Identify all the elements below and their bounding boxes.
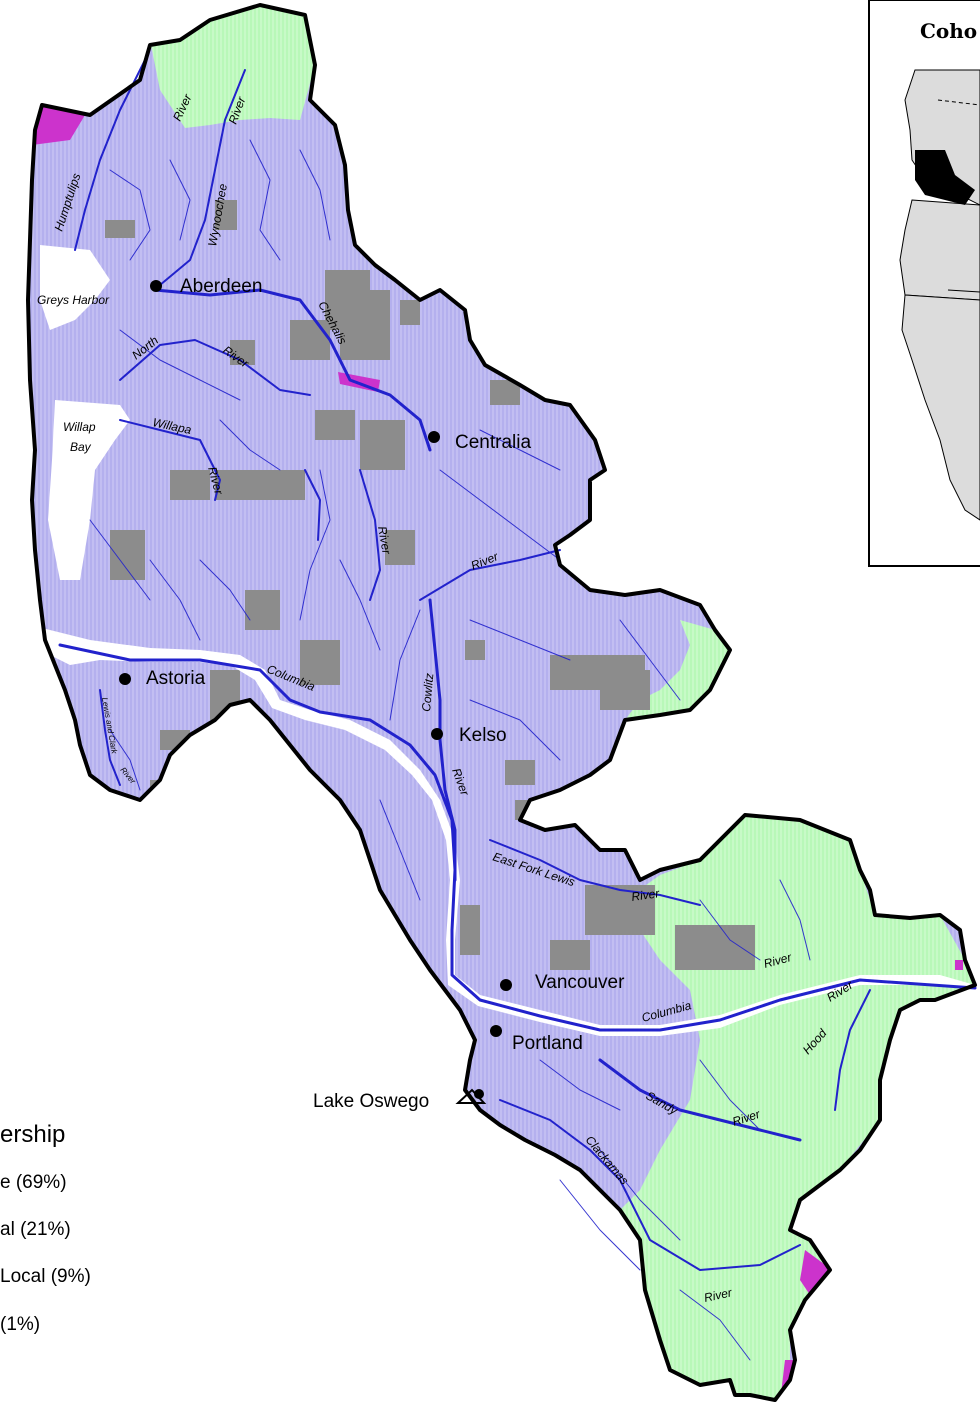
city-dot [490,1025,502,1037]
city-centralia: Centralia [428,431,531,453]
city-aberdeen: Aberdeen [150,276,262,297]
legend-item-federal: al (21%) [0,1219,71,1240]
humptulips-river [74,59,146,251]
river-label-river-efl: River [630,886,661,904]
city-label-portland: Portland [512,1033,583,1054]
city-dot [500,979,512,991]
city-dot [474,1089,484,1099]
city-label-astoria: Astoria [146,668,206,689]
federal-patch-olympic [150,5,315,128]
east-fork-lewis-river [489,839,701,906]
clackamas-river [499,1099,801,1271]
legend-item-state-local: Local (9%) [0,1266,91,1287]
inset-locator-map: Coho [868,0,980,567]
city-kelso: Kelso [431,725,507,746]
willapa-bay-water [48,400,130,580]
city-dot [428,431,440,443]
inset-divider [937,99,980,106]
willapa-river [119,419,221,501]
city-dot [431,728,443,740]
hood-river [834,989,871,1111]
willapa-bay-label-2: Bay [70,440,92,454]
inset-california [901,294,980,521]
inset-study-area [915,150,975,205]
city-dot [119,673,131,685]
lewis-clark-river [99,689,121,786]
river-label-river-chehalis-s: River [375,525,394,556]
city-label-centralia: Centralia [455,432,531,453]
skookumchuck [304,469,321,541]
inset-oregon [899,199,980,301]
city-lake-oswego: Lake Oswego [313,1088,487,1112]
city-dot [150,280,162,292]
city-astoria: Astoria [119,668,206,689]
water-bodies [30,245,975,1036]
inset-divider [947,289,980,293]
ownership-patches [28,5,975,1400]
wynoochee-river [159,69,246,286]
region-private-land [28,5,975,1400]
river-label-cowlitz: Cowlitz [419,673,436,713]
city-label-aberdeen: Aberdeen [180,276,262,297]
city-label-kelso: Kelso [459,725,507,746]
inset-title: Coho [920,19,977,43]
legend-title: ership [0,1121,65,1148]
city-vancouver: Vancouver [500,972,625,993]
cowlitz-upper [419,549,561,601]
north-river [119,339,311,396]
chehalis-river [153,288,432,452]
willapa-bay-label-1: Willap [63,420,96,434]
river-label-river-clackamas: River [703,1285,734,1305]
city-portland: Portland [490,1025,583,1054]
city-label-vancouver: Vancouver [535,972,625,993]
legend-item-tribal: (1%) [0,1314,40,1335]
legend-item-private: e (69%) [0,1172,67,1193]
ownership-legend: ership e (69%) al (21%) Local (9%) (1%) [0,1121,91,1335]
sandy-river [598,1058,802,1142]
greys-harbor-label: Greys Harbor [37,293,110,307]
cowlitz-river [428,598,457,882]
greys-harbor-water [40,245,110,330]
city-label-lake-oswego: Lake Oswego [313,1091,429,1112]
columbia-river-west [58,643,977,1032]
river-network [58,59,977,1361]
chehalis-south [359,469,381,601]
